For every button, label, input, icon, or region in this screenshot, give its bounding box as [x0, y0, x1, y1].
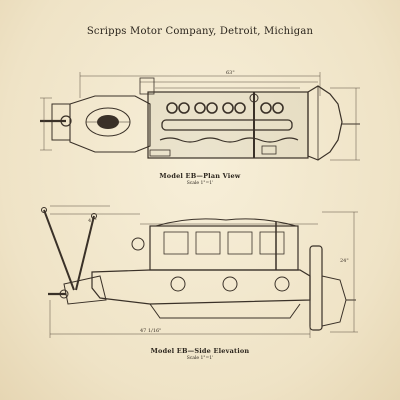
elev-side-label: 24": [340, 258, 349, 264]
elev-magneto: [131, 237, 145, 251]
elev-gear-wheels: [170, 276, 290, 292]
plan-view-scale: Scale 1"=1': [186, 181, 214, 186]
plan-magneto: [139, 77, 155, 95]
plan-view-caption: Model EB—Plan View Scale 1"=1': [0, 172, 400, 186]
plan-cylinders: [166, 102, 284, 114]
elev-oil-pan: [149, 303, 301, 319]
side-elevation-caption: Model EB—Side Elevation Scale 1"=1': [0, 347, 400, 361]
elev-timing-case: [309, 245, 323, 331]
plan-length-label: 63": [226, 70, 235, 76]
plan-intake-manifold: [161, 119, 293, 131]
reverse-lever: [43, 209, 75, 291]
elev-bottom-label: 47 1/16": [140, 328, 161, 334]
plan-timing-case: [307, 85, 343, 161]
plan-reverse-gear-housing: [69, 95, 151, 153]
side-elevation-drawing: 41": [41, 205, 358, 338]
plan-view-title: Model EB—Plan View: [159, 172, 241, 180]
throttle-lever: [75, 215, 95, 291]
side-elevation-title: Model EB—Side Elevation: [150, 347, 250, 355]
plan-view-drawing: 63": [40, 70, 360, 161]
elev-intake-pipe: [155, 218, 297, 227]
side-elevation-scale: Scale 1"=1': [186, 356, 214, 361]
company-title: Scripps Motor Company, Detroit, Michigan: [86, 26, 314, 37]
elev-crankcase: [91, 269, 311, 305]
plan-exhaust-manifold: [159, 137, 299, 143]
